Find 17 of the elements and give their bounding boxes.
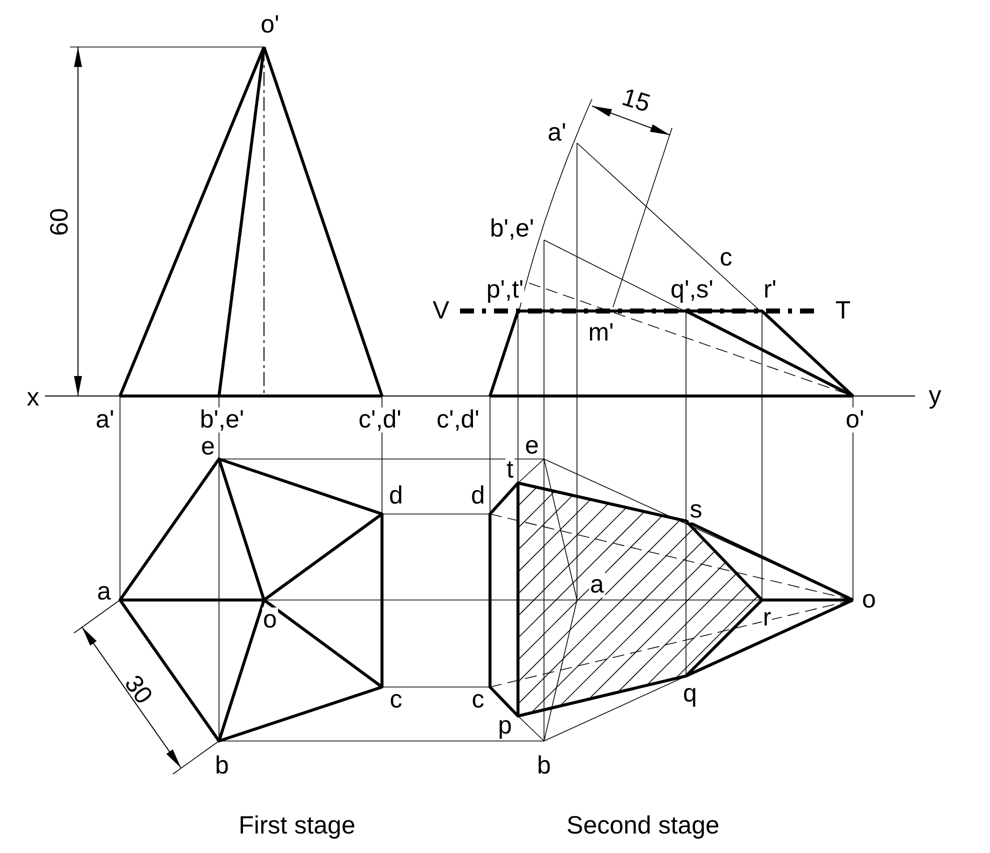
point-label: q',s' <box>670 278 714 302</box>
stage-caption: Second stage <box>566 814 720 838</box>
dimension-label: 30 <box>120 671 156 709</box>
dimension-label: 60 <box>48 208 72 236</box>
dimension-label: 15 <box>619 84 653 118</box>
stage-caption: First stage <box>238 814 356 838</box>
axis-label: x <box>26 386 40 410</box>
point-label: b',e' <box>488 216 536 242</box>
point-label: p',t' <box>485 278 525 302</box>
axis-label: T <box>835 298 851 324</box>
point-label: c',d' <box>436 408 480 432</box>
point-label: b',e' <box>198 408 246 432</box>
point-label: c',d' <box>358 408 402 432</box>
point-label: a <box>589 572 605 598</box>
axis-label: y <box>928 384 942 408</box>
axis-label: V <box>432 298 450 324</box>
point-label: o' <box>844 408 866 432</box>
